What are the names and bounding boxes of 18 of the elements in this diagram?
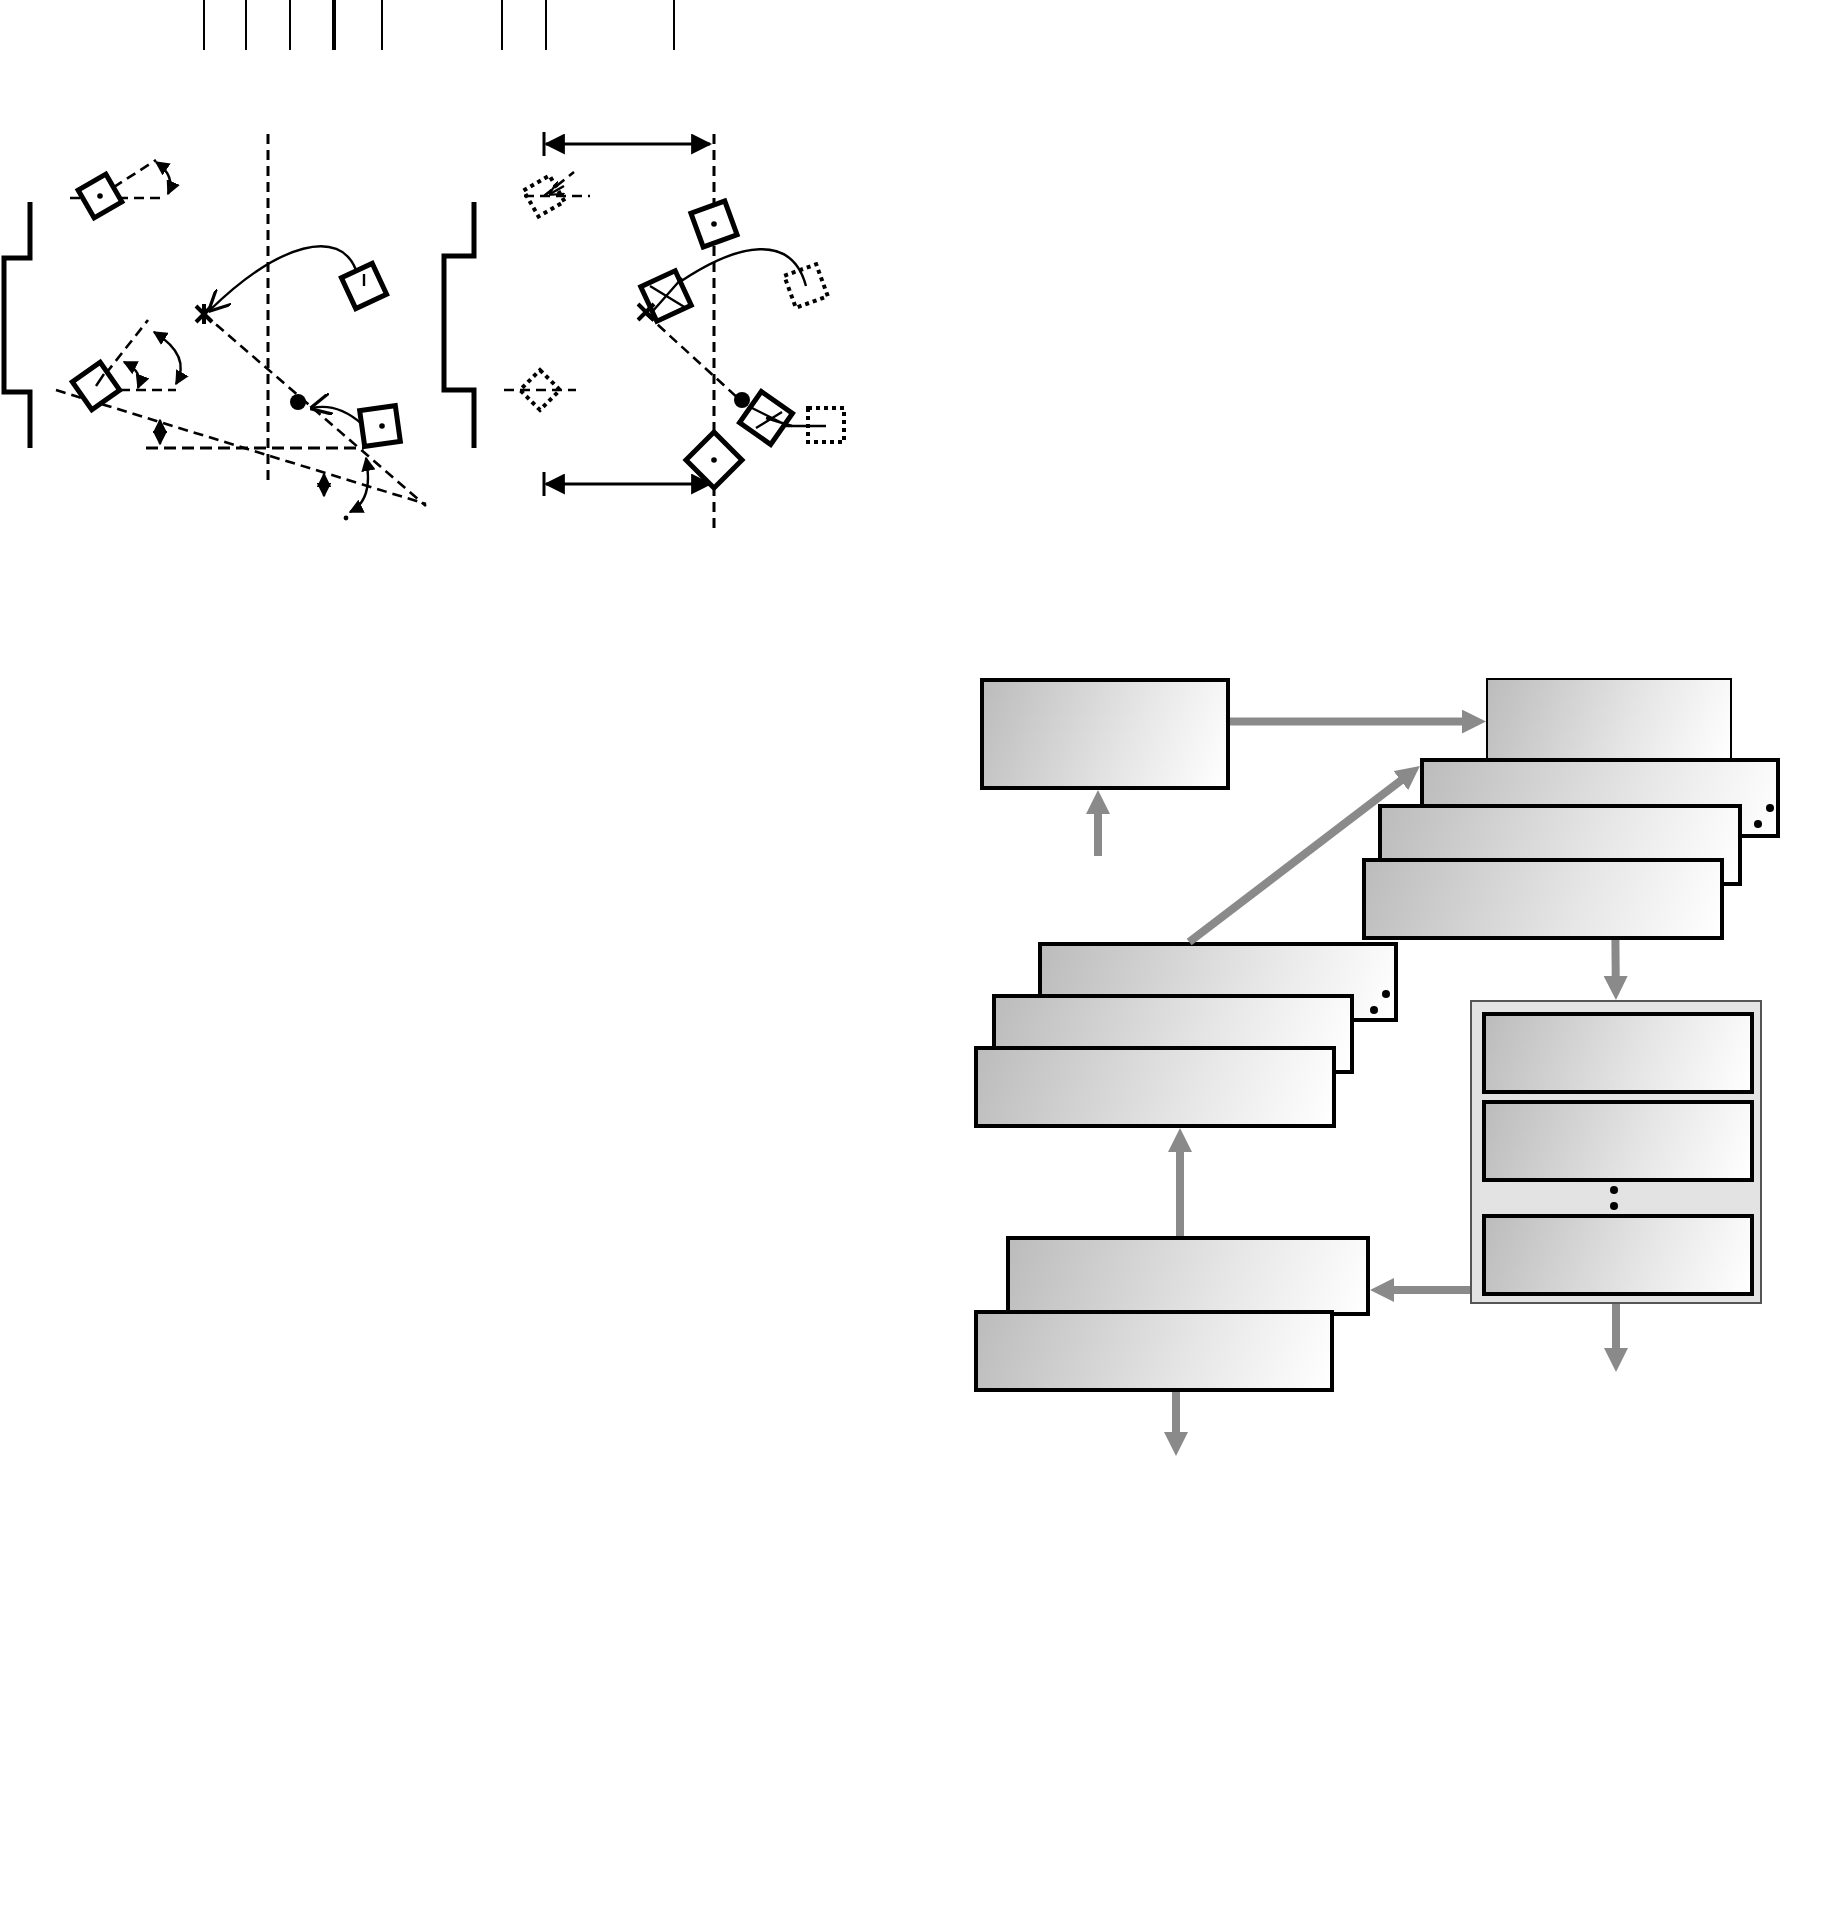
- arrow: [1604, 1304, 1628, 1372]
- arrow: [1186, 766, 1420, 946]
- process-box: [974, 1310, 1334, 1392]
- process-box: [1482, 1214, 1754, 1296]
- arrow: [1603, 939, 1628, 1000]
- process-box: [1362, 858, 1724, 940]
- arrow: [1230, 709, 1486, 734]
- arrow: [1168, 1128, 1192, 1236]
- arrow: [1086, 790, 1110, 856]
- process-box: [1486, 678, 1732, 762]
- arrow: [1164, 1392, 1188, 1456]
- process-box: [1006, 1236, 1370, 1316]
- process-box: [980, 678, 1230, 790]
- process-box: [1482, 1012, 1754, 1094]
- process-box: [1482, 1100, 1754, 1182]
- group-panel: [1470, 1000, 1762, 1304]
- process-box: [974, 1046, 1336, 1128]
- arrow: [1370, 1278, 1470, 1302]
